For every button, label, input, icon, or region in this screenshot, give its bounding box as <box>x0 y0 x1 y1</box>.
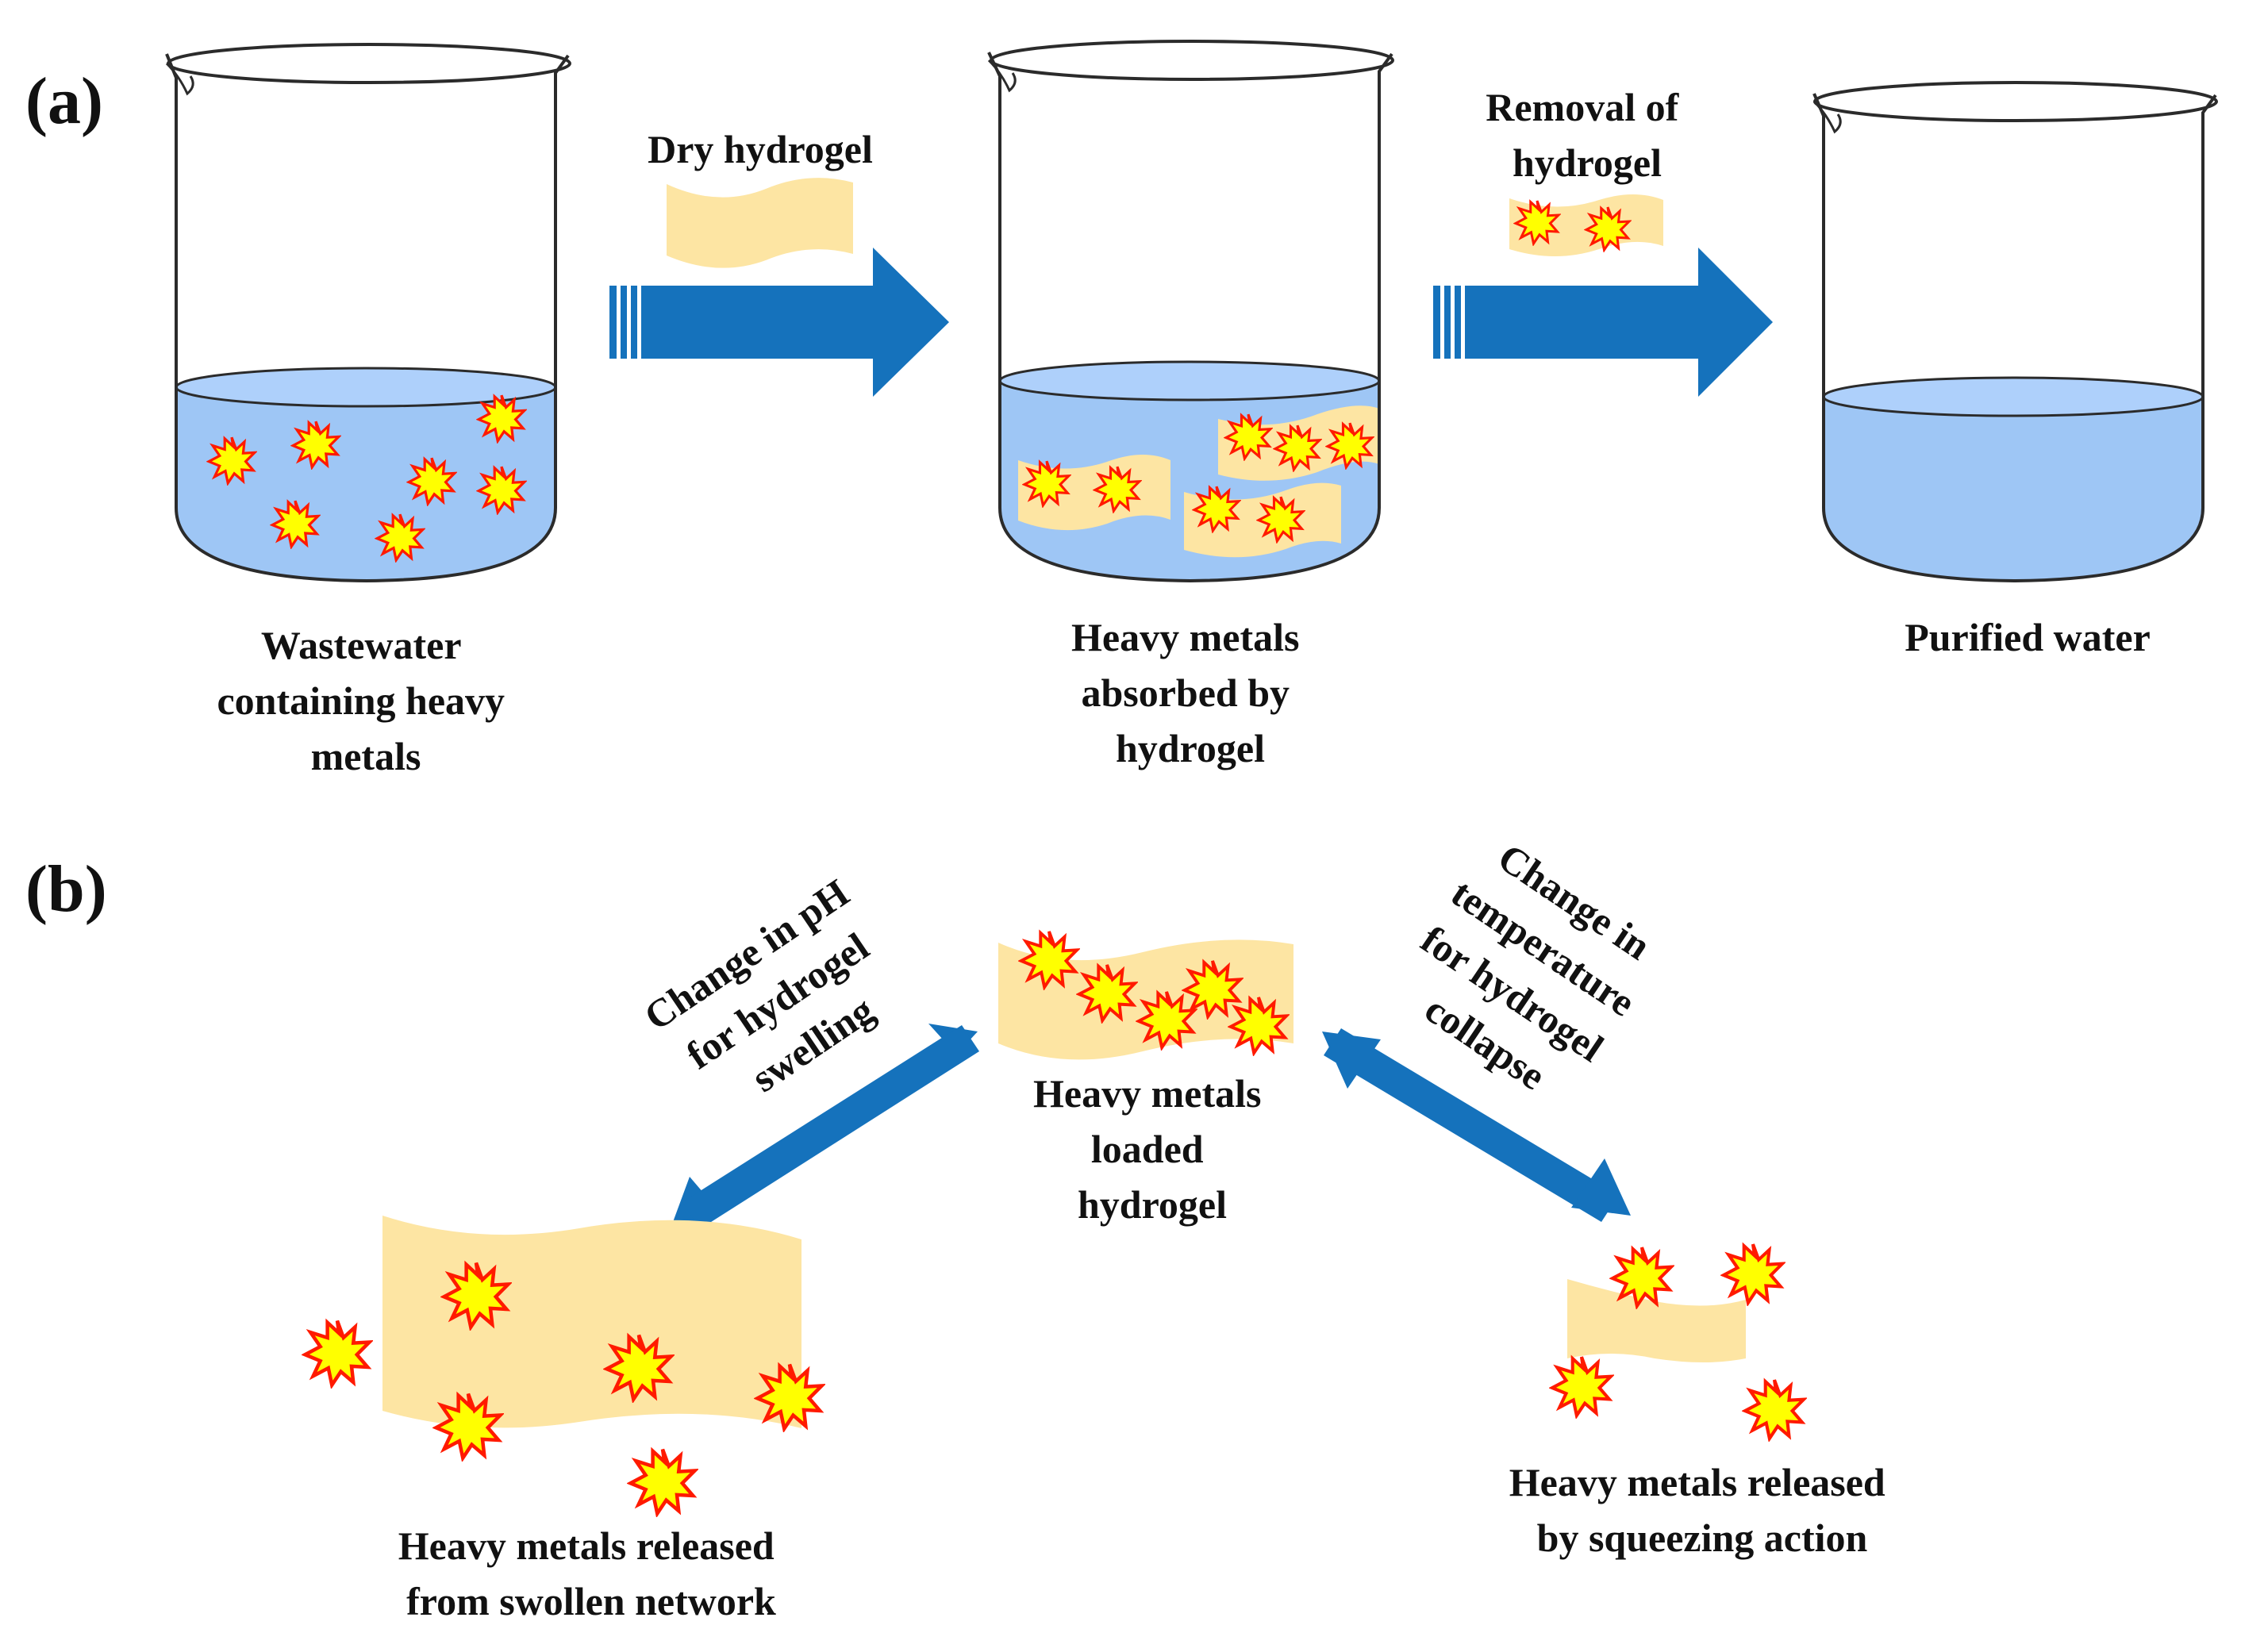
collapsed-hydrogel-caption: Heavy metals released by squeezing actio… <box>1509 1460 1895 1560</box>
beaker-spout <box>987 59 1017 93</box>
heavy-metal-icon <box>631 1450 695 1514</box>
wavy-sheet-icon <box>1567 1279 1746 1362</box>
arrow-add-hydrogel-label: Dry hydrogel <box>648 127 873 171</box>
loaded-hydrogel <box>998 929 1293 1060</box>
panel-a: (a) Wastewater containing heavy metals <box>25 40 2218 778</box>
beaker-wastewater-water <box>176 387 555 581</box>
beaker-absorbed-water-surface <box>998 360 1381 401</box>
beaker-spout <box>165 62 194 96</box>
beaker-rim <box>167 43 571 84</box>
beaker-rim <box>990 40 1394 81</box>
beaker-icon <box>987 52 1393 583</box>
right-arrow-icon <box>1433 248 1773 397</box>
beaker-purified-caption: Purified water <box>1905 615 2151 659</box>
beaker-icon <box>1812 93 2217 583</box>
double-arrow-shaft <box>1324 1028 1619 1222</box>
heavy-metal-icon <box>306 1321 370 1385</box>
collapsed-hydrogel <box>1552 1244 1804 1439</box>
wavy-sheet-icon <box>382 1216 801 1428</box>
panel-b-label: (b) <box>25 852 107 926</box>
loaded-hydrogel-caption: Heavy metals loaded hydrogel <box>1033 1071 1271 1227</box>
double-arrow-icon <box>1571 1158 1631 1216</box>
beaker-wastewater-caption: Wastewater containing heavy metals <box>217 623 514 778</box>
double-arrow-icon <box>1322 1032 1381 1089</box>
right-arrow-icon <box>609 248 949 397</box>
panel-a-label: (a) <box>25 64 103 138</box>
panel-b: (b) Heavy metals loaded hydrogel Change … <box>25 824 1895 1623</box>
arrow-remove-hydrogel <box>1433 194 1773 397</box>
beaker-rim <box>1813 81 2218 122</box>
beaker-icon <box>165 53 570 583</box>
double-arrow-shaft <box>682 1025 979 1229</box>
beaker-purified-water <box>1824 397 2203 581</box>
swollen-hydrogel-caption: Heavy metals released from swollen netwo… <box>398 1523 784 1623</box>
right-arrow-label: Change in temperature for hydrogel colla… <box>1382 824 1682 1123</box>
heavy-metal-icon <box>1724 1244 1782 1303</box>
heavy-metal-icon <box>1745 1380 1804 1439</box>
wavy-sheet-icon <box>667 178 853 268</box>
arrow-add-hydrogel <box>609 178 949 397</box>
beaker-absorbed <box>987 40 1394 583</box>
swollen-hydrogel <box>306 1216 822 1514</box>
heavy-metal-icon <box>1613 1247 1671 1306</box>
beaker-purified <box>1812 81 2218 583</box>
beaker-spout <box>1812 100 1842 134</box>
beaker-wastewater <box>165 43 571 583</box>
arrow-remove-hydrogel-label: Removal of hydrogel <box>1486 85 1689 185</box>
beaker-purified-water-surface <box>1822 376 2204 417</box>
beaker-absorbed-caption: Heavy metals absorbed by hydrogel <box>1071 615 1309 770</box>
heavy-metal-icon <box>1552 1357 1611 1416</box>
